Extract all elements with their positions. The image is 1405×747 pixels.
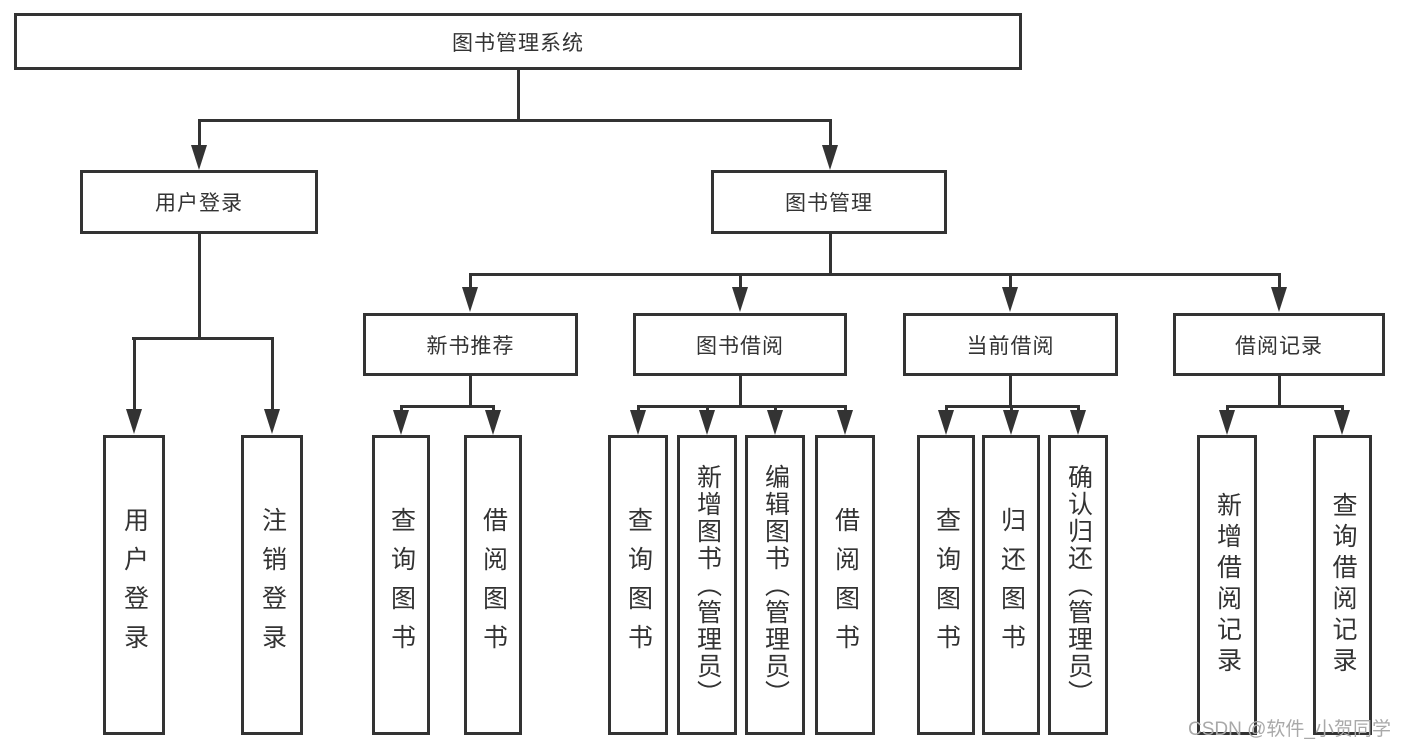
connector-line [517, 70, 520, 119]
connector-line [492, 405, 495, 413]
connector-line [400, 405, 403, 413]
connector-line [469, 273, 472, 289]
arrowhead-down-icon [485, 410, 501, 435]
arrowhead-down-icon [938, 410, 954, 435]
connector-line [133, 337, 136, 411]
leaf-logout: 注销登录 [241, 435, 303, 735]
leaf-confirm-return-admin-label: 确认归还（管理员） [1064, 463, 1093, 707]
leaf-return-books: 归还图书 [982, 435, 1040, 735]
arrowhead-down-icon [699, 410, 715, 435]
node-root-system: 图书管理系统 [14, 13, 1022, 70]
node-book-borrowing: 图书借阅 [633, 313, 847, 376]
leaf-query-books-recommend: 查询图书 [372, 435, 430, 735]
arrowhead-down-icon [264, 409, 280, 434]
leaf-logout-label: 注销登录 [258, 507, 287, 663]
leaf-add-books-admin: 新增图书（管理员） [677, 435, 737, 735]
node-current-borrowing-label: 当前借阅 [966, 334, 1055, 358]
connector-line [400, 405, 495, 408]
connector-line [829, 234, 832, 274]
arrowhead-down-icon [630, 410, 646, 435]
leaf-return-books-label: 归还图书 [997, 507, 1026, 663]
node-current-borrowing: 当前借阅 [903, 313, 1118, 376]
node-book-management-label: 图书管理 [785, 192, 873, 215]
connector-line [637, 405, 847, 408]
connector-line [1077, 405, 1080, 413]
connector-line [706, 405, 709, 413]
node-new-book-recommend-label: 新书推荐 [426, 334, 515, 358]
node-book-borrowing-label: 图书借阅 [696, 334, 784, 358]
connector-line [1009, 376, 1012, 406]
leaf-edit-books-admin-label: 编辑图书（管理员） [761, 463, 790, 707]
connector-line [1278, 376, 1281, 406]
connector-line [945, 405, 948, 413]
node-borrow-records: 借阅记录 [1173, 313, 1385, 376]
node-user-login-label: 用户登录 [155, 192, 243, 215]
connector-line [469, 273, 1280, 276]
connector-line [739, 273, 742, 289]
leaf-borrow-books: 借阅图书 [815, 435, 875, 735]
connector-line [637, 405, 640, 413]
arrowhead-down-icon [1271, 287, 1287, 312]
arrowhead-down-icon [732, 287, 748, 312]
arrowhead-down-icon [126, 409, 142, 434]
leaf-add-borrow-record-label: 新增借阅记录 [1213, 492, 1242, 678]
leaf-user-login: 用户登录 [103, 435, 165, 735]
arrowhead-down-icon [1002, 287, 1018, 312]
leaf-query-borrow-record-label: 查询借阅记录 [1329, 492, 1357, 678]
connector-line [1226, 405, 1344, 408]
arrowhead-down-icon [1003, 410, 1019, 435]
connector-line [739, 376, 742, 406]
connector-line [469, 376, 472, 406]
arrowhead-down-icon [393, 410, 409, 435]
connector-line [271, 337, 274, 411]
leaf-borrow-books-recommend-label: 借阅图书 [479, 507, 508, 663]
leaf-query-books-borrowing: 查询图书 [608, 435, 668, 735]
arrowhead-down-icon [1070, 410, 1086, 435]
connector-line [198, 234, 201, 338]
csdn-watermark: CSDN @软件_小贺同学 [1188, 719, 1391, 740]
arrowhead-down-icon [1334, 410, 1350, 435]
arrowhead-down-icon [462, 287, 478, 312]
connector-line [198, 119, 832, 122]
arrowhead-down-icon [837, 410, 853, 435]
leaf-borrow-books-recommend: 借阅图书 [464, 435, 522, 735]
leaf-add-borrow-record: 新增借阅记录 [1197, 435, 1257, 735]
connector-line [132, 337, 273, 340]
connector-line [774, 405, 777, 413]
leaf-add-books-admin-label: 新增图书（管理员） [693, 463, 722, 707]
arrowhead-down-icon [822, 145, 838, 170]
leaf-confirm-return-admin: 确认归还（管理员） [1048, 435, 1108, 735]
arrowhead-down-icon [767, 410, 783, 435]
leaf-query-borrow-record: 查询借阅记录 [1313, 435, 1372, 735]
connector-line [1010, 405, 1013, 413]
leaf-borrow-books-label: 借阅图书 [831, 507, 860, 663]
node-root-label: 图书管理系统 [452, 31, 584, 55]
connector-line [1009, 273, 1012, 289]
node-user-login: 用户登录 [80, 170, 318, 234]
leaf-query-books-current-label: 查询图书 [932, 507, 961, 663]
arrowhead-down-icon [191, 145, 207, 170]
connector-line [1278, 273, 1281, 289]
leaf-user-login-label: 用户登录 [120, 507, 149, 663]
node-book-management: 图书管理 [711, 170, 947, 234]
connector-line [829, 119, 832, 147]
leaf-edit-books-admin: 编辑图书（管理员） [745, 435, 805, 735]
connector-line [844, 405, 847, 413]
leaf-query-books-recommend-label: 查询图书 [387, 507, 416, 663]
leaf-query-books-borrowing-label: 查询图书 [624, 507, 653, 663]
connector-line [1226, 405, 1229, 413]
connector-line [198, 119, 201, 147]
node-borrow-records-label: 借阅记录 [1235, 334, 1323, 358]
leaf-query-books-current: 查询图书 [917, 435, 975, 735]
node-new-book-recommend: 新书推荐 [363, 313, 578, 376]
arrowhead-down-icon [1219, 410, 1235, 435]
connector-line [1341, 405, 1344, 413]
